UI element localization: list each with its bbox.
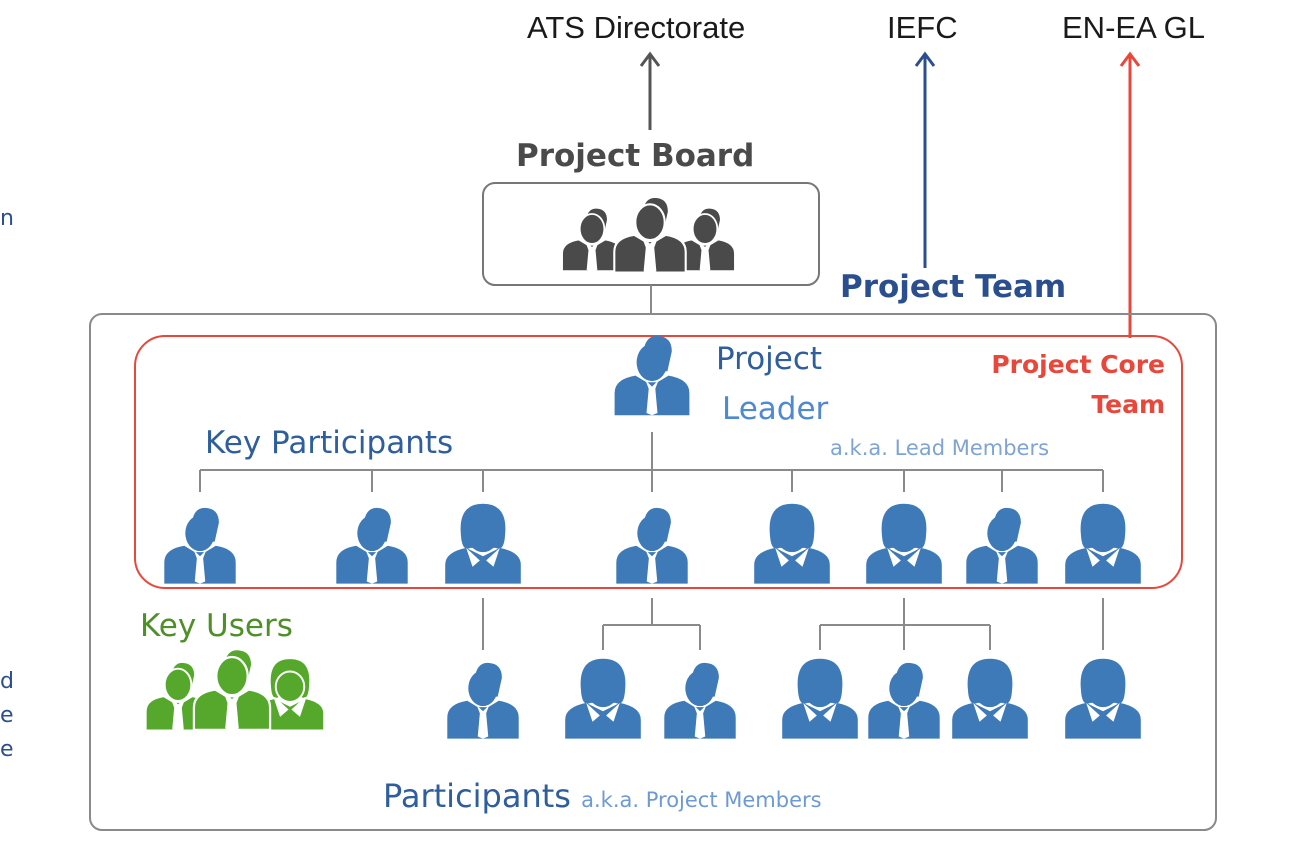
person-male-icon bbox=[966, 507, 1038, 584]
cut-off-text-4: e bbox=[0, 737, 14, 762]
key-participants-label: Key Participants bbox=[205, 425, 454, 461]
stakeholder-ats-directorate: ATS Directorate bbox=[527, 10, 746, 45]
project-board-title: Project Board bbox=[516, 138, 755, 174]
person-male-icon bbox=[664, 662, 736, 739]
arrow-to-ats-directorate bbox=[639, 51, 661, 130]
cut-off-text-3: e bbox=[0, 703, 14, 728]
project-core-team-label-line1: Project Core bbox=[991, 350, 1165, 379]
person-female-icon bbox=[952, 658, 1028, 739]
participants-icons bbox=[447, 658, 1141, 739]
arrow-to-iefc bbox=[914, 51, 936, 268]
person-male-icon bbox=[336, 507, 408, 584]
cut-off-text-1: n bbox=[0, 206, 14, 231]
person-female-icon bbox=[782, 658, 858, 739]
key-users-label: Key Users bbox=[140, 608, 293, 644]
participants-label: Participants a.k.a. Project Members bbox=[383, 780, 822, 812]
project-leader-label-line2: Leader bbox=[722, 391, 829, 427]
person-female-icon bbox=[1065, 658, 1141, 739]
person-male-icon bbox=[447, 662, 519, 739]
person-female-icon bbox=[754, 503, 830, 584]
project-core-team-label-line2: Team bbox=[1091, 390, 1165, 419]
person-female-icon bbox=[565, 658, 641, 739]
project-team-box bbox=[89, 313, 1217, 831]
key-participants-icons bbox=[164, 503, 1141, 584]
project-team-title: Project Team bbox=[840, 269, 1067, 305]
stakeholder-iefc: IEFC bbox=[887, 10, 958, 45]
project-leader-label-line1: Project bbox=[716, 341, 823, 377]
participants-connectors bbox=[482, 598, 1104, 650]
key-users-group-icon bbox=[144, 647, 326, 732]
stakeholder-en-ea-gl: EN-EA GL bbox=[1062, 10, 1205, 45]
key-participants-connectors bbox=[199, 432, 1104, 492]
project-leader-icon bbox=[614, 335, 690, 416]
project-members-note: a.k.a. Project Members bbox=[581, 788, 822, 812]
arrow-to-en-ea-gl bbox=[1119, 51, 1141, 338]
cut-off-text-2: d bbox=[0, 669, 14, 694]
person-male-icon bbox=[164, 507, 236, 584]
participants-label-text: Participants bbox=[383, 777, 571, 815]
person-male-icon bbox=[616, 507, 688, 584]
person-female-icon bbox=[445, 503, 521, 584]
person-female-icon bbox=[866, 503, 942, 584]
person-female-icon bbox=[1065, 503, 1141, 584]
lead-members-note: a.k.a. Lead Members bbox=[830, 436, 1050, 460]
person-male-icon bbox=[868, 662, 940, 739]
